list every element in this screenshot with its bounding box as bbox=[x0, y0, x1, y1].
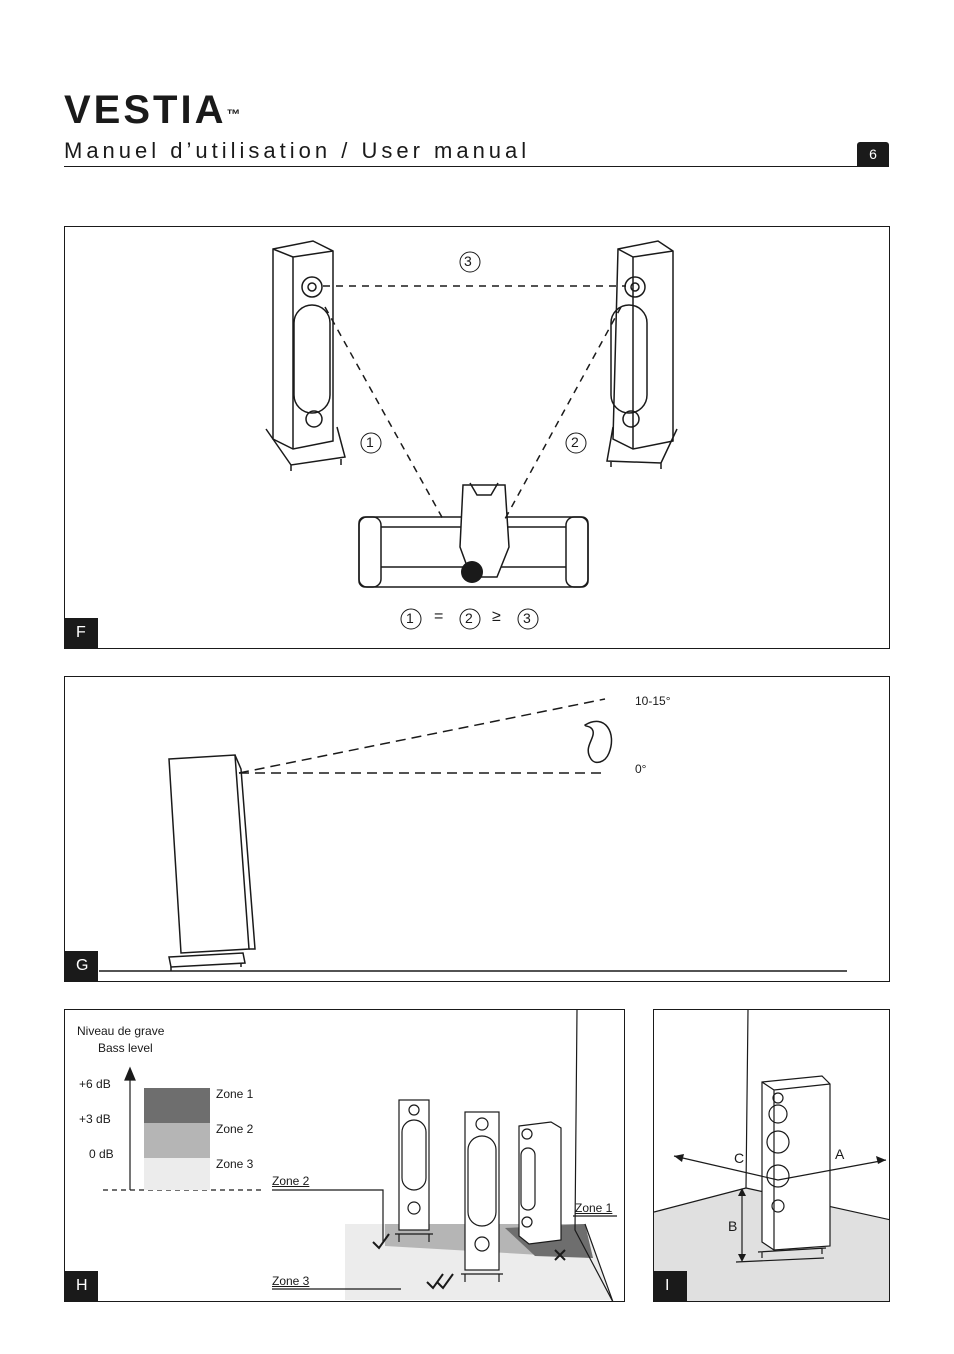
speaker-zone1-icon bbox=[518, 1121, 562, 1245]
panel-f-listening-triangle: 3 1 2 1 = 2 ≥ 3 F bbox=[64, 226, 890, 649]
tweeter-angle-illustration bbox=[99, 698, 847, 972]
dimension-a: A bbox=[835, 1146, 845, 1162]
ear-icon bbox=[584, 720, 613, 764]
speaker-zone3-icon bbox=[395, 1099, 433, 1242]
triangle-marker-3: 3 bbox=[464, 253, 472, 269]
header-rule bbox=[64, 166, 889, 167]
zone-label-1: Zone 1 bbox=[216, 1087, 254, 1101]
trademark-symbol: ™ bbox=[226, 106, 241, 122]
panel-label-i: I bbox=[654, 1271, 687, 1301]
brand-name: VESTIA bbox=[64, 88, 227, 132]
tilted-speaker-icon bbox=[168, 754, 256, 971]
zone-label-3: Zone 3 bbox=[216, 1157, 254, 1171]
bass-title-en: Bass level bbox=[98, 1041, 153, 1055]
listening-triangle-illustration bbox=[265, 240, 678, 630]
equation-marker-2: 2 bbox=[465, 610, 473, 626]
level-zero: 0 dB bbox=[89, 1147, 114, 1161]
manual-subtitle: Manuel d’utilisation / User manual bbox=[64, 138, 531, 163]
wall-distance-illustration bbox=[654, 1010, 889, 1301]
callout-zone2: Zone 2 bbox=[272, 1174, 310, 1188]
equation-marker-3: 3 bbox=[523, 610, 531, 626]
speaker-zone2-icon bbox=[461, 1111, 503, 1282]
panel-label-h: H bbox=[65, 1271, 98, 1301]
bass-zones-illustration bbox=[103, 1010, 617, 1301]
left-speaker-icon bbox=[265, 240, 346, 471]
panel-h-bass-zones: Niveau de grave Bass level +6 dB +3 dB 0… bbox=[64, 1009, 625, 1302]
right-speaker-icon bbox=[606, 240, 678, 469]
level-plus6: +6 dB bbox=[79, 1077, 111, 1091]
angle-label-high: 10-15° bbox=[635, 694, 671, 708]
panel-g-tweeter-angle: 10-15° 0° G bbox=[64, 676, 890, 982]
dimension-c: C bbox=[734, 1150, 745, 1166]
zone-label-2: Zone 2 bbox=[216, 1122, 254, 1136]
equation-geq: ≥ bbox=[492, 608, 501, 625]
brand-title: VESTIA™ bbox=[64, 88, 240, 132]
equation-equals: = bbox=[434, 608, 444, 625]
panel-i-wall-distances: A B C I bbox=[653, 1009, 890, 1302]
panel-label-f: F bbox=[65, 618, 98, 648]
bass-title-fr: Niveau de grave bbox=[77, 1024, 165, 1038]
dimension-b: B bbox=[728, 1218, 738, 1234]
triangle-marker-1: 1 bbox=[366, 434, 374, 450]
angle-label-low: 0° bbox=[635, 762, 647, 776]
panel-label-g: G bbox=[65, 951, 98, 981]
equation-marker-1: 1 bbox=[406, 610, 414, 626]
callout-zone1: Zone 1 bbox=[575, 1201, 613, 1215]
level-plus3: +3 dB bbox=[79, 1112, 111, 1126]
triangle-marker-2: 2 bbox=[571, 434, 579, 450]
page-number-badge: 6 bbox=[857, 142, 889, 166]
callout-zone3: Zone 3 bbox=[272, 1274, 310, 1288]
listener-icon bbox=[459, 482, 510, 578]
corner-speaker-icon bbox=[757, 1075, 831, 1258]
